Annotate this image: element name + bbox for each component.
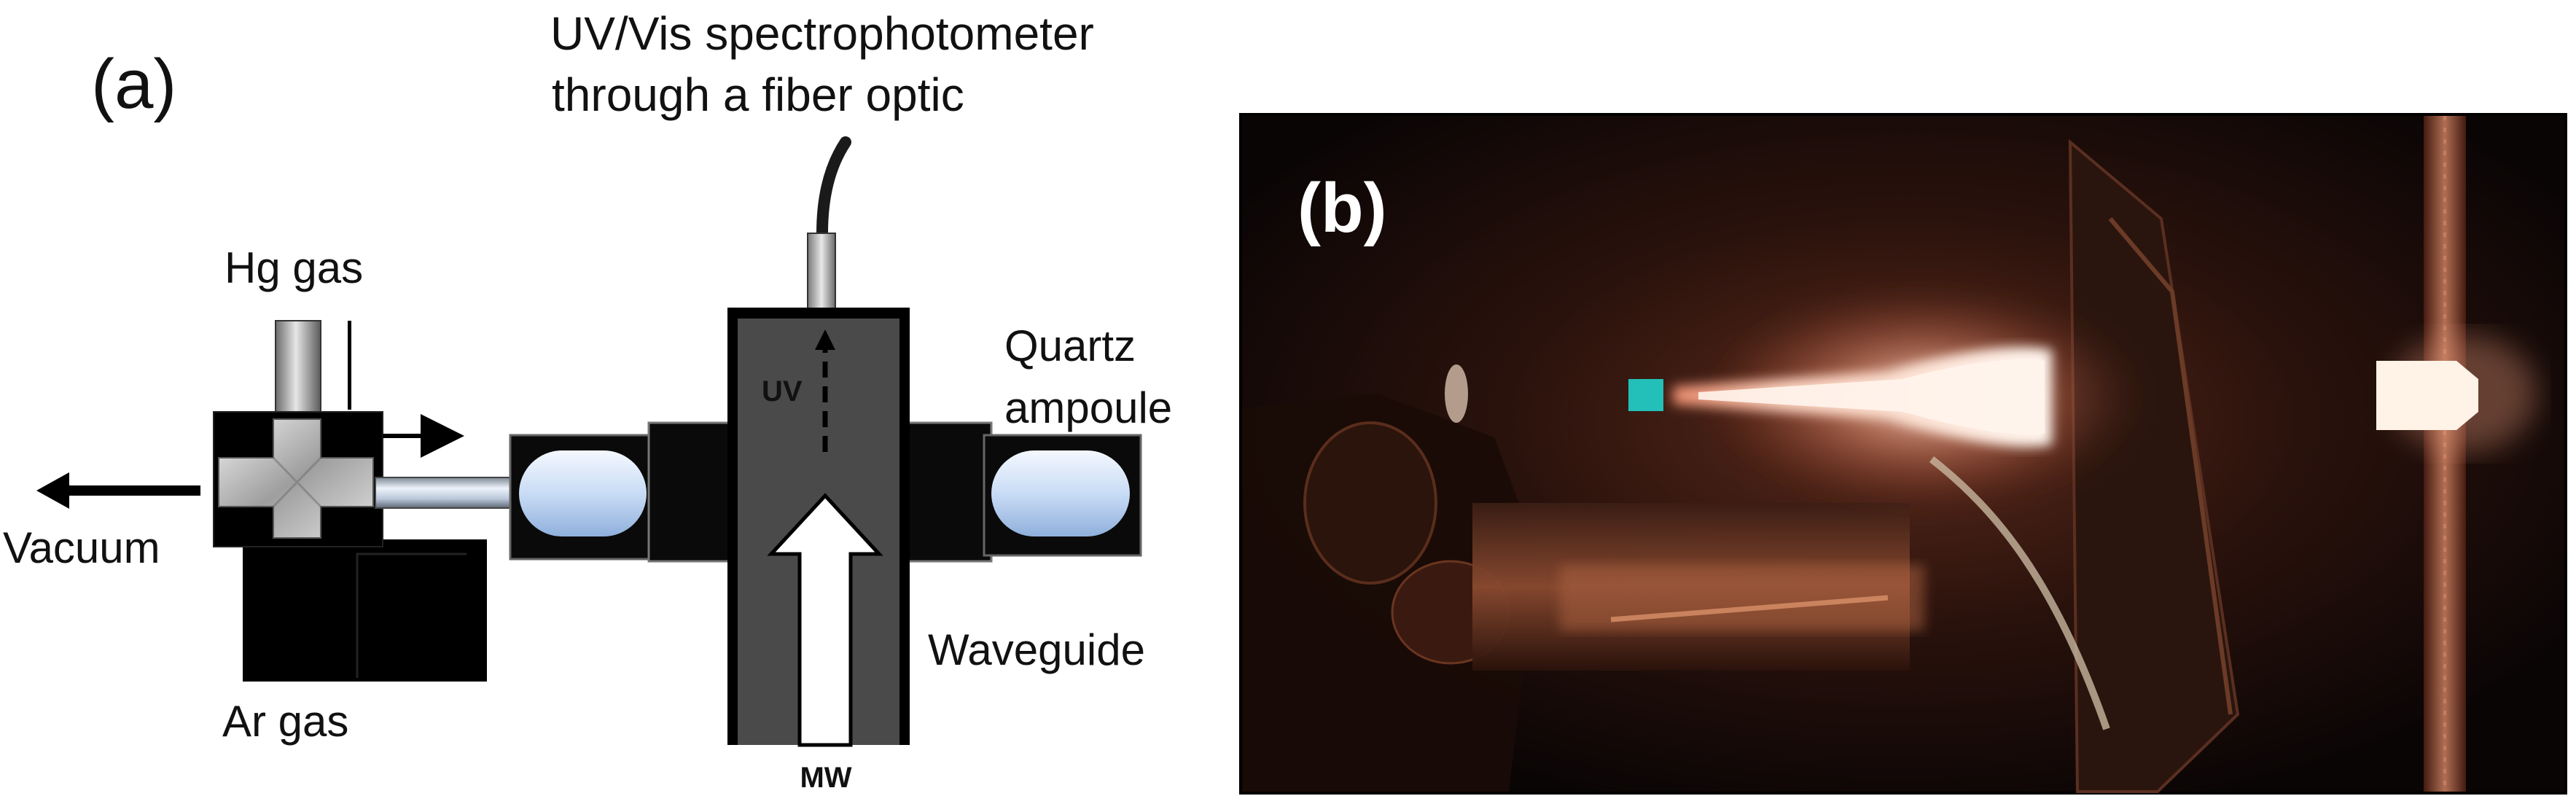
waveguide-label: Waveguide <box>928 625 1145 674</box>
schematic-panel: (a) UV/Vis spectrophotometer through a f… <box>0 0 1232 804</box>
hg-gas-label: Hg gas <box>225 243 363 292</box>
spectrometer-label-line1: UV/Vis spectrophotometer <box>550 7 1094 60</box>
panel-b-label: (b) <box>1297 169 1387 247</box>
uv-label: UV <box>762 375 803 407</box>
glass-pipe <box>375 477 515 509</box>
right-flange <box>902 421 993 563</box>
fiber-optic-cable <box>816 136 851 239</box>
plasma-photograph: (b) <box>1239 113 2567 795</box>
panel-a-label: (a) <box>91 45 176 123</box>
mw-label: MW <box>800 762 851 794</box>
quartz-label-line2: ampoule <box>1004 383 1172 432</box>
ar-gas-line <box>356 553 467 678</box>
vacuum-label: Vacuum <box>3 523 160 572</box>
lower-support-block <box>243 539 487 682</box>
ar-gas-label: Ar gas <box>222 697 348 746</box>
flange-plate <box>2068 138 2240 793</box>
cable <box>1929 456 2110 730</box>
vacuum-arrow-head <box>36 472 69 509</box>
uv-arrow-head <box>815 329 835 350</box>
hg-thin-line <box>348 321 351 410</box>
cyan-ampoule-tip <box>1628 379 1663 411</box>
quartz-label-line1: Quartz <box>1004 321 1136 370</box>
schematic-drawing: (a) UV/Vis spectrophotometer through a f… <box>3 7 1172 794</box>
left-flange <box>647 421 734 563</box>
spectrometer-label-line2: through a fiber optic <box>552 69 964 121</box>
ampoule-right <box>991 450 1130 536</box>
photo-panel: (b) <box>1232 0 2576 804</box>
right-plasma-plume <box>2376 361 2478 430</box>
fiber-connector <box>807 233 836 314</box>
hg-inlet-pipe <box>275 320 321 416</box>
mw-arrow <box>767 493 883 747</box>
ampoule-left <box>519 450 647 536</box>
